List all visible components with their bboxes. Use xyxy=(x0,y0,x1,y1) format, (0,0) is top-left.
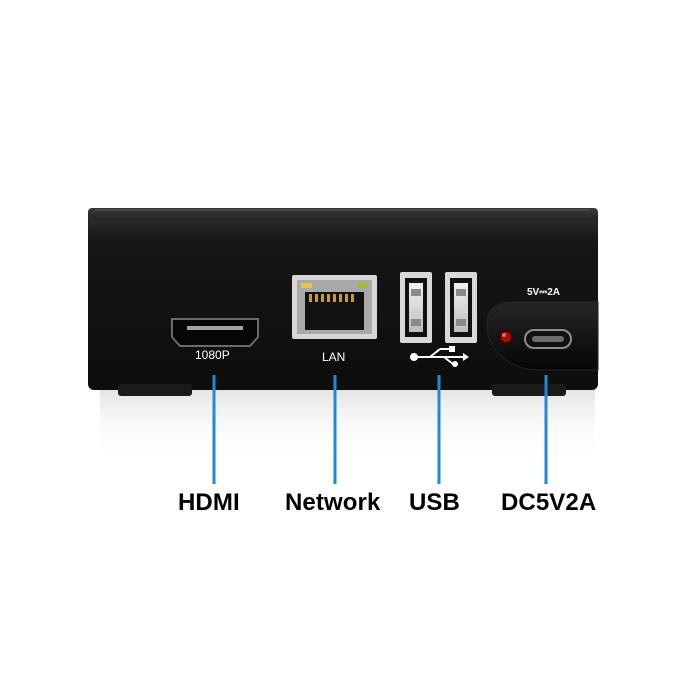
lan-label: LAN xyxy=(322,350,346,364)
hdmi-spec-label: 1080P xyxy=(195,348,230,362)
hdmi-callout-label: HDMI xyxy=(178,489,240,516)
usb-icon xyxy=(410,346,469,367)
hdmi-contacts xyxy=(187,326,243,330)
dc-port-core xyxy=(532,336,564,342)
table-surface xyxy=(0,405,686,686)
power-rating-label: 5V⎓2A xyxy=(527,287,560,298)
hdmi-port xyxy=(171,318,259,347)
reflection xyxy=(100,389,595,459)
usb-callout-label: USB xyxy=(409,489,460,516)
foot-left xyxy=(118,384,192,396)
callout-lines xyxy=(212,375,548,484)
power-led-highlight xyxy=(502,333,506,337)
usb-port-left xyxy=(400,272,432,343)
ethernet-led-left xyxy=(301,283,312,288)
usb-port-right xyxy=(445,272,477,343)
foot-right xyxy=(492,384,566,396)
device xyxy=(88,208,599,396)
power-led-icon xyxy=(499,330,513,344)
ethernet-contacts xyxy=(309,294,354,302)
ethernet-led-right xyxy=(357,283,368,288)
device-top-highlight xyxy=(95,209,590,211)
network-callout-label: Network xyxy=(285,489,381,516)
dc-callout-label: DC5V2A xyxy=(501,489,597,516)
